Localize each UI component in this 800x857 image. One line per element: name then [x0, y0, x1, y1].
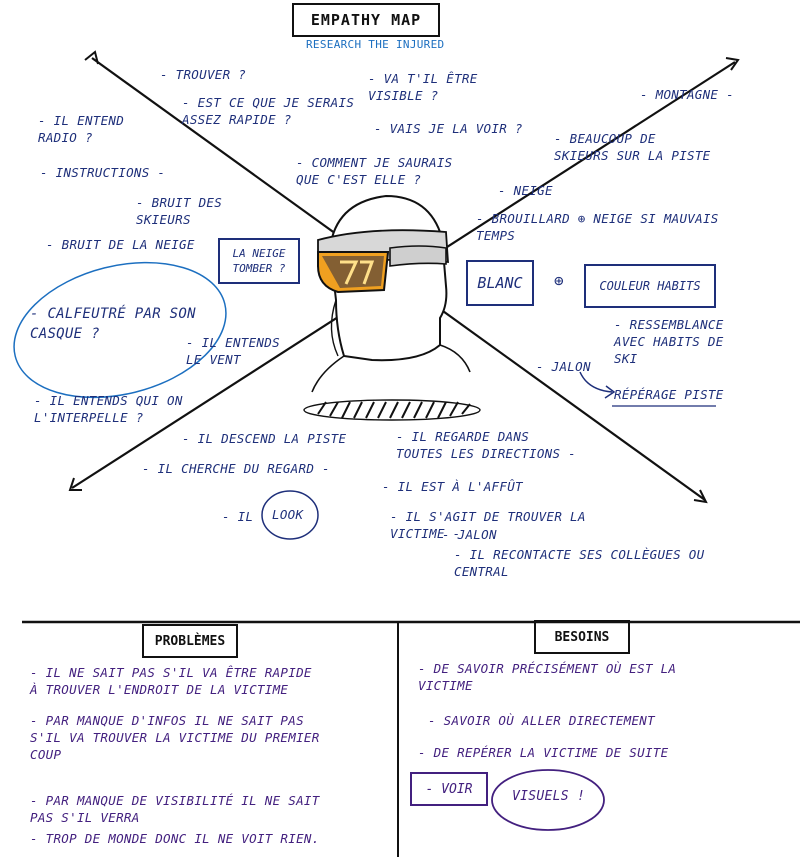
- need-item: - SAVOIR OÙ ALLER DIRECTEMENT: [428, 713, 655, 728]
- does-item: - IL S'AGIT DE TROUVER LA VICTIME -: [390, 509, 586, 541]
- sees-item: - JALON: [536, 359, 591, 374]
- blanc-box: BLANC: [466, 260, 534, 306]
- arrow-head-tl: [84, 50, 99, 65]
- thinks-item: - VA T'IL ÊTRE VISIBLE ?: [368, 71, 478, 103]
- visuels-label: VISUELS !: [512, 789, 586, 804]
- jalon-arrow: [579, 371, 613, 393]
- problem-item: - PAR MANQUE D'INFOS IL NE SAIT PAS S'IL…: [30, 713, 320, 762]
- sees-item: - RESSEMBLANCE AVEC HABITS DE SKI: [614, 317, 724, 366]
- hears-item: - IL ENTENDS LE VENT: [186, 335, 280, 367]
- hears-item: - IL ENTEND RADIO ?: [38, 113, 125, 145]
- sees-item: - NEIGE: [498, 183, 553, 198]
- hears-item: - BRUIT DE LA NEIGE: [46, 237, 195, 252]
- hears-item: - INSTRUCTIONS -: [40, 165, 166, 180]
- map-subtitle: RESEARCH THE INJURED: [306, 38, 445, 51]
- plus-symbol: ⊕: [554, 271, 564, 290]
- thinks-item: - EST CE QUE JE SERAIS ASSEZ RAPIDE ?: [182, 95, 355, 127]
- visuels-circle: [491, 769, 605, 831]
- does-item-look: LOOK: [272, 507, 304, 522]
- arrow-head-bl: [68, 477, 82, 491]
- voir-box: - VOIR: [410, 772, 488, 806]
- problem-item: - IL NE SAIT PAS S'IL VA ÊTRE RAPIDE À T…: [30, 665, 312, 697]
- map-title: EMPATHY MAP: [292, 3, 440, 37]
- look-circle: [261, 490, 319, 540]
- does-item: - IL EST À L'AFFÛT: [382, 479, 523, 494]
- need-item: - DE SAVOIR PRÉCISÉMENT OÙ EST LA VICTIM…: [418, 661, 677, 693]
- thinks-item: - COMMENT JE SAURAIS QUE C'EST ELLE ?: [296, 155, 453, 187]
- arrow-head-tr: [725, 57, 740, 71]
- sees-item: - BEAUCOUP DE SKIEURS SUR LA PISTE: [554, 131, 711, 163]
- hears-item: - CALFEUTRÉ PAR SON CASQUE ?: [30, 306, 196, 342]
- sees-item: - MONTAGNE -: [640, 87, 734, 102]
- does-item: - JALON: [442, 527, 497, 542]
- needs-heading: BESOINS: [534, 620, 630, 654]
- need-item: - DE REPÉRER LA VICTIME DE SUITE: [418, 745, 669, 760]
- sees-item: - BROUILLARD ⊕ NEIGE SI MAUVAIS TEMPS: [476, 211, 719, 243]
- problem-item: - TROP DE MONDE DONC IL NE VOIT RIEN.: [30, 831, 320, 846]
- arrow-head-br: [693, 489, 708, 504]
- hears-item: - IL ENTENDS QUI ON L'INTERPELLE ?: [34, 393, 183, 425]
- thinks-item: - TROUVER ?: [160, 67, 247, 82]
- hatched-shadow: [303, 399, 481, 421]
- does-item: - IL: [222, 509, 254, 524]
- sees-item: RÉPÉRAGE PISTE: [614, 387, 724, 402]
- la-neige-tomber-box: LA NEIGE TOMBER ?: [218, 238, 300, 284]
- problems-heading: PROBLÈMES: [142, 624, 238, 658]
- problem-item: - PAR MANQUE DE VISIBILITÉ IL NE SAIT PA…: [30, 793, 320, 825]
- couleur-habits-box: COULEUR HABITS: [584, 264, 716, 308]
- thinks-item: - VAIS JE LA VOIR ?: [374, 121, 523, 136]
- does-item: - IL DESCEND LA PISTE: [182, 431, 347, 446]
- skier-head-drawing: [311, 194, 471, 393]
- hears-item: - BRUIT DES SKIEURS: [136, 195, 223, 227]
- does-item: - IL CHERCHE DU REGARD -: [142, 461, 330, 476]
- does-item: - IL REGARDE DANS TOUTES LES DIRECTIONS …: [396, 429, 576, 461]
- hears-circle: [13, 261, 227, 399]
- does-item: - IL RECONTACTE SES COLLÈGUES OU CENTRAL: [454, 547, 705, 579]
